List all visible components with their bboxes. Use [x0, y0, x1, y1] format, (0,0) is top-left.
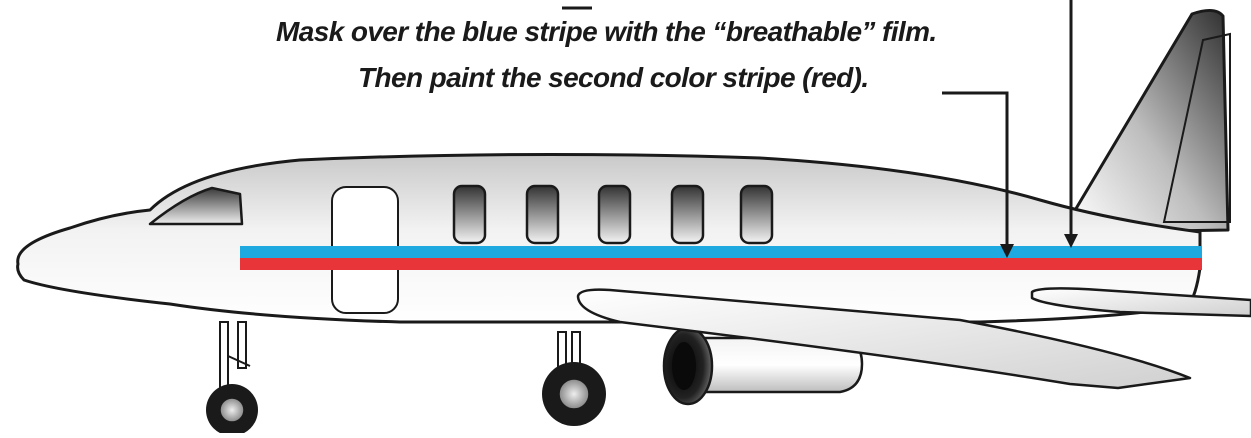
- blue-stripe: [240, 246, 1202, 258]
- window-3: [599, 186, 630, 243]
- window-5: [741, 186, 772, 243]
- window-4: [672, 186, 703, 243]
- main-gear: [542, 332, 606, 426]
- red-stripe: [240, 258, 1202, 270]
- instruction-caption-line-1: Mask over the blue stripe with the “brea…: [276, 16, 937, 48]
- instruction-caption-line-2: Then paint the second color stripe (red)…: [358, 62, 869, 94]
- window-1: [454, 186, 485, 243]
- engine-intake-inner: [672, 342, 696, 390]
- tail-fin: [1074, 10, 1228, 232]
- nose-gear: [206, 322, 258, 433]
- window-2: [527, 186, 558, 243]
